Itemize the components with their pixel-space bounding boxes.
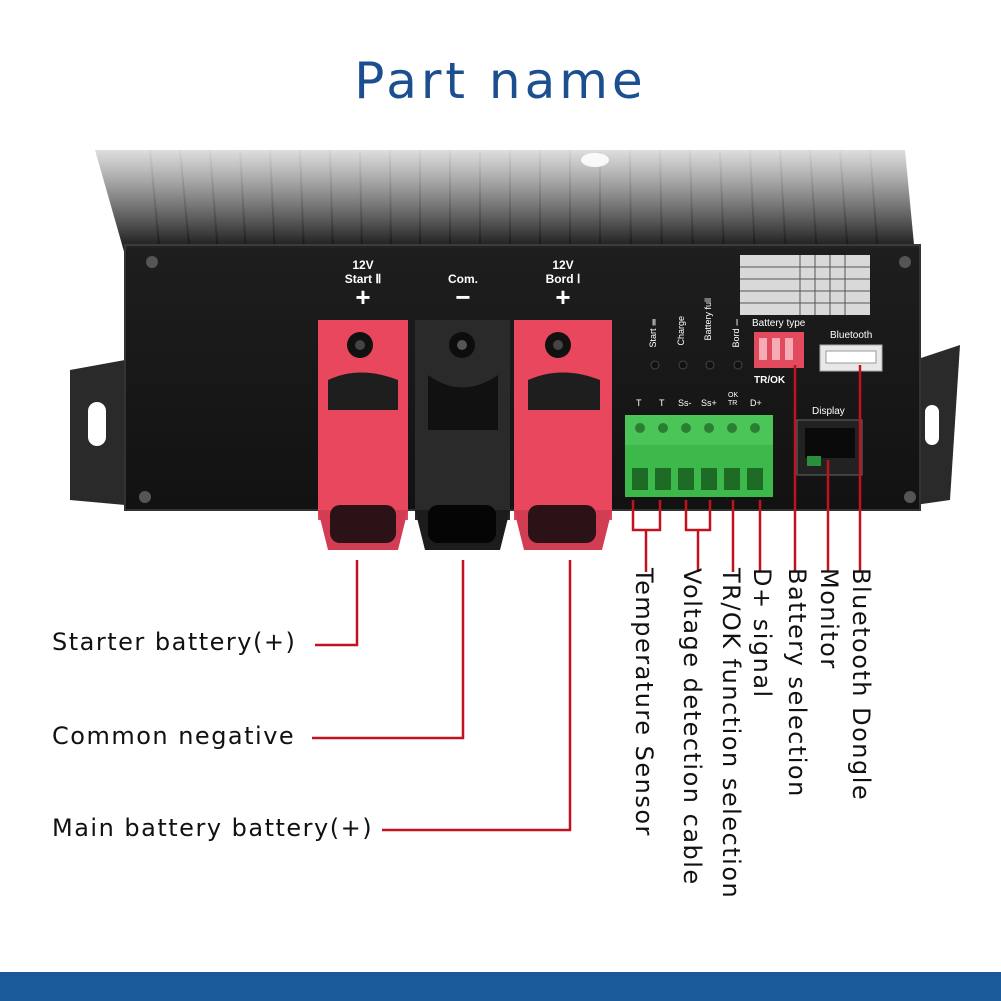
bluetooth-label: Bluetooth [830,330,873,341]
callout-line-starter [315,560,359,647]
page-title: Part name [354,52,647,110]
callout-tr-ok-function: TR/OK function selection [717,568,745,900]
display-port [796,419,863,476]
pin-label: OK TR [728,392,739,407]
battery-type-table [740,255,870,315]
pin-label: T [659,398,665,408]
terminal-label-com: Com. − [448,272,478,312]
display-label: Display [812,406,845,417]
green-connector-block [625,415,773,497]
bottom-bar [0,972,1001,1001]
callout-voltage-detection: Voltage detection cable [678,568,706,886]
status-leds [650,360,743,370]
terminal-label-start: 12V Start Ⅱ + [344,258,382,312]
callout-line-common [312,560,465,740]
callout-d-plus-signal: D+ signal [748,568,776,699]
terminal-start-positive [318,320,408,550]
dip-switch [754,332,804,368]
tr-ok-label: TR/OK [754,375,786,386]
callout-starter-battery: Starter battery(+) [52,628,297,656]
battery-type-label: Battery type [752,318,806,329]
bluetooth-port [819,344,883,372]
callout-main-battery: Main battery battery(+) [52,814,374,842]
terminal-bord-positive [514,320,612,550]
callout-line-main [382,560,572,832]
callout-monitor: Monitor [815,568,843,670]
callout-line-voltage [684,500,712,532]
terminal-label-bord: 12V Bord Ⅰ + [545,258,581,312]
callout-line-temp [631,500,662,532]
callout-bluetooth-dongle: Bluetooth Dongle [847,568,875,802]
pin-label: D+ [750,398,762,408]
pin-label: Ss- [678,398,692,408]
callout-battery-selection: Battery selection [783,568,811,798]
callout-common-negative: Common negative [52,722,296,750]
terminal-common-negative [415,320,510,550]
mounting-flanges [70,345,960,505]
pin-label: T [636,398,642,408]
pin-label: Ss+ [701,398,717,408]
callout-temperature-sensor: Temperature Sensor [630,568,658,837]
